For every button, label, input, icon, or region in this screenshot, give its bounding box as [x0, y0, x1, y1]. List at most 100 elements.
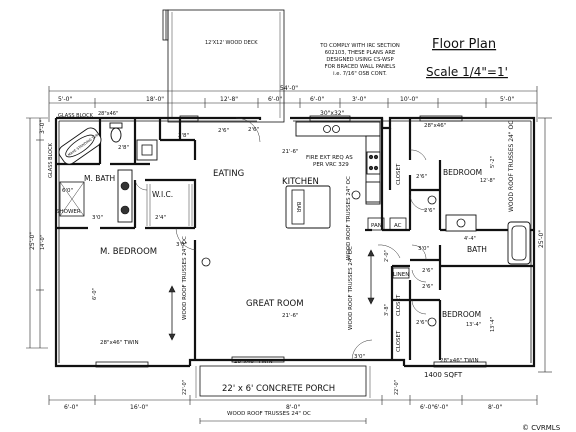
cabinet: [136, 139, 158, 161]
dim-porch-22b: 22'-0": [394, 380, 400, 395]
kitchen-counter: [295, 121, 381, 137]
dim-top-left: 5'-0": [58, 96, 72, 103]
room-pan: PAN: [371, 223, 382, 229]
dim-door: 3'0": [418, 246, 429, 252]
right-dimensions: 25'-0" 5'-2" 13'-4" 2'-0" 3'-8": [384, 117, 552, 373]
room-closet-3: CLOSET: [396, 330, 402, 352]
dim-28x46-top: 28"x46": [98, 111, 118, 117]
room-m-bath: M. BATH: [84, 174, 115, 183]
room-ac: AC: [394, 223, 402, 229]
dim-top-total: 54'-0": [280, 85, 298, 92]
fire-note-line: FIRE EXT REQ AS: [306, 155, 353, 161]
room-bedroom-2: BEDROOM: [442, 310, 481, 319]
truss-notes: WOOD ROOF TRUSSES 24" OC WOOD ROOF TRUSS…: [168, 121, 515, 341]
trusses-middle: WOOD ROOF TRUSSES 24" OC: [348, 246, 354, 330]
watermark: © CVRMLS: [522, 424, 561, 432]
room-wic: W.I.C.: [152, 190, 173, 199]
dim-left-mid: 14'-0": [40, 235, 46, 250]
window-bed2-twin: 28"x46" TWIN: [440, 358, 479, 364]
room-linen: LINEN: [393, 272, 409, 278]
room-closet-2: CLOSET: [396, 294, 402, 316]
room-bath: BATH: [467, 245, 487, 254]
wood-deck: 12'X12' WOOD DECK: [162, 9, 285, 123]
dim-top-r6: 5'-0": [500, 96, 514, 103]
deck-label: 12'X12' WOOD DECK: [205, 40, 258, 46]
notes: FIRE EXT REQ AS PER VRC 329 30"x32" 28"x…: [62, 110, 495, 379]
sink-icon: [332, 125, 340, 133]
trusses-right: WOOD ROOF TRUSSES 24" OC: [508, 121, 515, 212]
dim-door: 2'6": [424, 208, 435, 214]
sink-icon: [323, 125, 331, 133]
concrete-porch: 22' x 6' CONCRETE PORCH: [195, 365, 371, 398]
dim-right-total: 25'-0": [538, 230, 545, 248]
linen-box: [392, 267, 410, 279]
bathtub: [507, 221, 531, 265]
irc-note-line: TO COMPLY WITH IRC SECTION: [319, 43, 400, 49]
bar-label: BAR: [295, 202, 301, 213]
dim-door: 3'0": [354, 354, 365, 360]
dim-bed-12: 12'-8": [480, 178, 495, 184]
sink-icon: [120, 205, 130, 215]
vanity: [445, 214, 477, 232]
glass-block-side: GLASS BLOCK: [48, 142, 54, 178]
irc-note-line: i.e. 7/16" OSB CONT.: [333, 71, 387, 77]
dim-k-21b: 21'-6": [282, 313, 299, 319]
irc-note: TO COMPLY WITH IRC SECTION 602103, THESE…: [319, 43, 400, 77]
trusses-mbed: WOOD ROOF TRUSSES 24" OC: [182, 236, 188, 320]
room-kitchen: KITCHEN: [282, 177, 319, 187]
dim-top-mid: 18'-0": [146, 96, 164, 103]
windows: [95, 115, 487, 368]
dim-door: 2'4": [155, 215, 166, 221]
garden-tub: MAKE STANDING TUB: [58, 127, 102, 165]
kitchen-island: [285, 185, 331, 229]
room-shower: SHOWER: [56, 209, 81, 215]
dim-bot-6: 8'-0": [488, 404, 502, 411]
dim-door: 2'8": [178, 133, 189, 139]
room-closet-1: CLOSET: [396, 163, 402, 185]
electrical-markers: [201, 190, 437, 327]
dim-top-r5: 10'-0": [400, 96, 418, 103]
plan-scale: Scale 1/4"=1': [426, 65, 508, 79]
glass-block-top: GLASS BLOCK: [58, 113, 94, 119]
top-dimensions: 54'-0" 5'-0" 18'-0" 12'-8" 6'-0" 6'-0" 3…: [48, 85, 538, 122]
exterior-walls: [54, 116, 536, 368]
range-icon: [366, 151, 381, 175]
fire-note-line: PER VRC 329: [313, 162, 349, 168]
dim-door: 2'6": [416, 174, 427, 180]
bottom-dimensions: 6'-0" 16'-0" 8'-0" 6'-0" 6'-0" 8'-0" WOO…: [48, 380, 538, 424]
room-m-bedroom: M. BEDROOM: [100, 247, 157, 257]
window-30x32: 30"x32": [320, 110, 345, 117]
dim-right-1: 5'-2": [490, 156, 496, 168]
trusses-bottom: WOOD ROOF TRUSSES 24" OC: [227, 411, 311, 417]
dim-door: 3'0": [176, 242, 187, 248]
area-label: 1400 SQFT: [424, 371, 463, 379]
toilet-icon: [109, 122, 123, 143]
dim-bot-2: 16'-0": [130, 404, 148, 411]
dim-bed-134: 13'-4": [466, 322, 481, 328]
dim-door: 2'6": [248, 127, 259, 133]
dim-door: 3'0": [92, 215, 103, 221]
room-bedroom-1: BEDROOM: [443, 168, 482, 177]
fixtures: MAKE STANDING TUB: [58, 121, 531, 279]
sink-icon: [456, 218, 466, 228]
dim-top-r4: 3'-0": [352, 96, 366, 103]
dim-k-21: 21'-6": [282, 149, 299, 155]
dim-right-2: 13'-4": [490, 317, 496, 332]
dim-bath-4: 4'-4": [464, 236, 476, 242]
dim-door: 2'8": [118, 145, 129, 151]
refrigerator: [365, 181, 381, 203]
trusses-great: WOOD ROOF TRUSSES 24" OC: [346, 176, 352, 260]
room-eating: EATING: [213, 169, 244, 179]
plan-title: Floor Plan: [432, 37, 496, 52]
dim-left-3: 6'-0": [92, 288, 98, 300]
dim-top-r3: 6'-0": [310, 96, 324, 103]
dim-door: 2'6": [422, 268, 433, 274]
pantry-box: [367, 217, 385, 231]
dim-top-right: 12'-8": [220, 96, 238, 103]
dim-bot-3: 8'-0": [286, 404, 300, 411]
dim-top-r2: 6'-0": [268, 96, 282, 103]
window-bed1-top: 28"x46": [424, 123, 446, 129]
porch-label: 22' x 6' CONCRETE PORCH: [222, 384, 335, 394]
shower-stall: [59, 181, 85, 217]
